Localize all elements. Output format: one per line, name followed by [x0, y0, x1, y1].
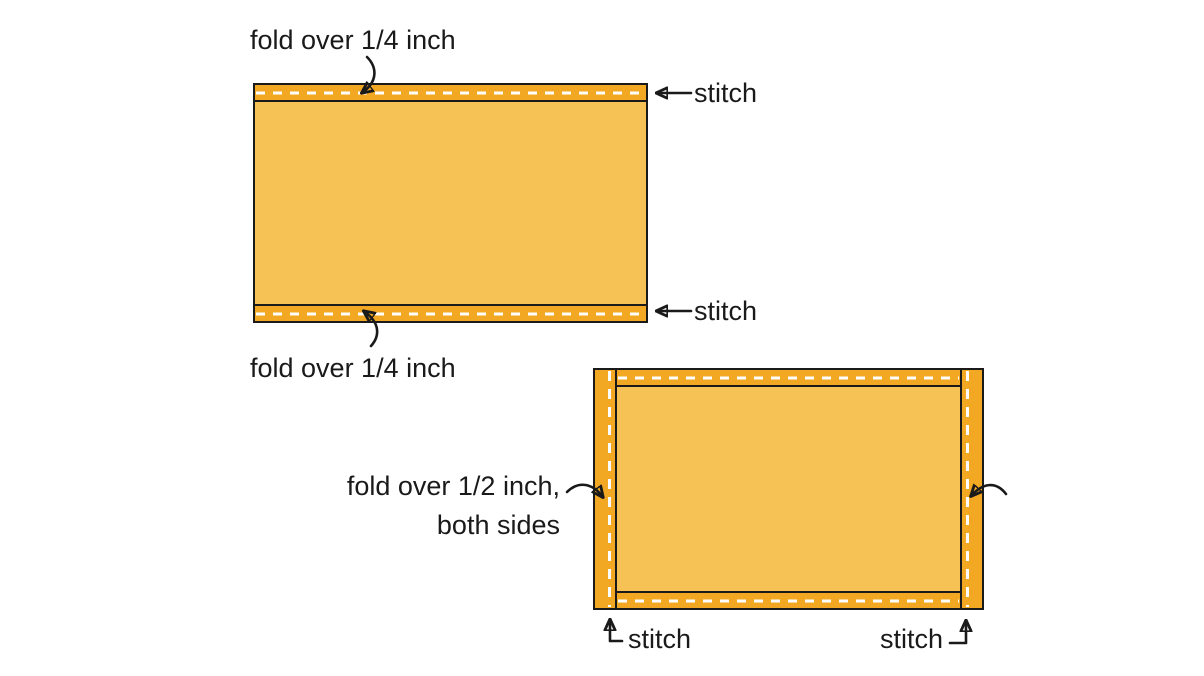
fabric-piece-side-hems — [593, 368, 984, 610]
stitch-line-left — [608, 371, 611, 607]
fold-over-quarter-inch-bottom-label: fold over 1/4 inch — [250, 353, 456, 383]
fold-strip-left — [595, 370, 617, 608]
stitch-bottom-label: stitch — [694, 296, 758, 326]
elbow-arrow-stitch-left-icon — [610, 621, 624, 643]
fold-strip-right — [960, 370, 982, 608]
fold-over-half-inch-label: fold over 1/2 inch, both sides — [300, 467, 560, 545]
stitch-line-right — [966, 371, 969, 607]
fabric-body — [617, 387, 960, 591]
stitch-line-top — [618, 376, 959, 379]
stitch-line-bottom — [618, 599, 959, 602]
stitch-line-top — [256, 91, 645, 94]
fabric-piece-top-bottom-hem — [253, 83, 648, 323]
stitch-top-label: stitch — [694, 78, 758, 108]
hemmed-strip-bottom — [617, 591, 960, 608]
fold-over-half-inch-line2: both sides — [436, 510, 560, 540]
fold-strip-bottom — [255, 304, 646, 321]
stitch-line-bottom — [256, 312, 645, 315]
fabric-center — [617, 370, 960, 608]
stitch-bottom-left-label: stitch — [628, 624, 692, 654]
hemmed-strip-top — [617, 370, 960, 387]
fold-strip-top — [255, 85, 646, 102]
stitch-bottom-right-label: stitch — [879, 624, 943, 654]
fabric-body — [255, 102, 646, 304]
elbow-arrow-stitch-right-icon — [948, 622, 966, 645]
fold-over-quarter-inch-top-label: fold over 1/4 inch — [250, 25, 456, 55]
fold-over-half-inch-line1: fold over 1/2 inch, — [346, 471, 560, 501]
